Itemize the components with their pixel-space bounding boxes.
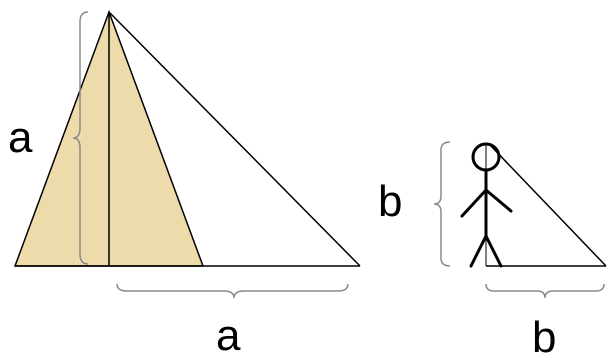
pyramid-height-brace (72, 11, 89, 265)
person-left-arm (460, 188, 488, 218)
person-stick-figure (460, 142, 513, 268)
person-height-label: b (378, 177, 403, 226)
person-left-leg (469, 234, 488, 268)
pyramid-sun-ray (108, 11, 361, 267)
pyramid-shadow-brace (116, 283, 349, 299)
person-shadow-label: b (532, 313, 557, 362)
person-sun-ray (488, 143, 607, 267)
pyramid-height-label: a (8, 113, 33, 162)
person-height-brace (433, 141, 451, 267)
person-shadow-brace (485, 283, 605, 299)
person-right-leg (484, 234, 503, 268)
person-right-arm (484, 188, 513, 213)
pyramid-shadow-label: a (216, 311, 241, 360)
